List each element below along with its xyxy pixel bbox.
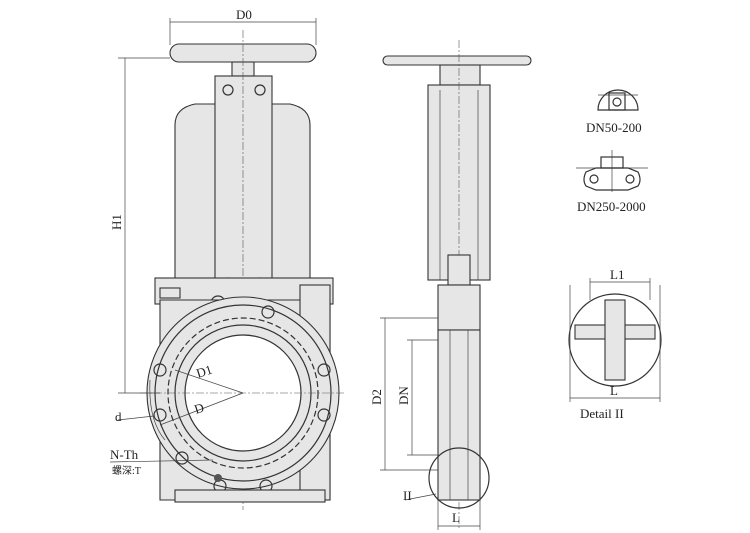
n-th-label: N-Th xyxy=(110,447,139,462)
body-side xyxy=(437,329,481,501)
d-label: D xyxy=(192,400,206,417)
dn-label: DN xyxy=(396,386,411,405)
dn50-200-label: DN50-200 xyxy=(586,120,642,135)
ii-label: II xyxy=(403,488,412,503)
dn250-2000-label: DN250-2000 xyxy=(577,199,646,214)
detail-ii-label: Detail II xyxy=(580,406,624,421)
dn50-200-detail: DN50-200 xyxy=(586,89,642,135)
d1-label: D1 xyxy=(194,362,214,381)
d0-label: D0 xyxy=(236,7,252,22)
d2-label: D2 xyxy=(369,389,384,405)
h1-label: H1 xyxy=(109,214,124,230)
side-view: D2 DN II L xyxy=(369,40,532,530)
detail-ii-circle xyxy=(428,447,490,509)
front-view: D0 xyxy=(109,7,345,510)
small-d-label: d xyxy=(115,409,122,424)
detail-l-label: L xyxy=(610,383,618,398)
handwheel-side xyxy=(382,55,532,66)
thread-depth-label: 螺深:T xyxy=(112,465,141,477)
dn250-2000-detail: DN250-2000 xyxy=(576,150,648,214)
l1-label: L1 xyxy=(610,267,624,282)
side-l-label: L xyxy=(452,510,460,525)
stem-column xyxy=(214,75,273,292)
detail-ii: L1 L Detail II xyxy=(568,267,662,421)
